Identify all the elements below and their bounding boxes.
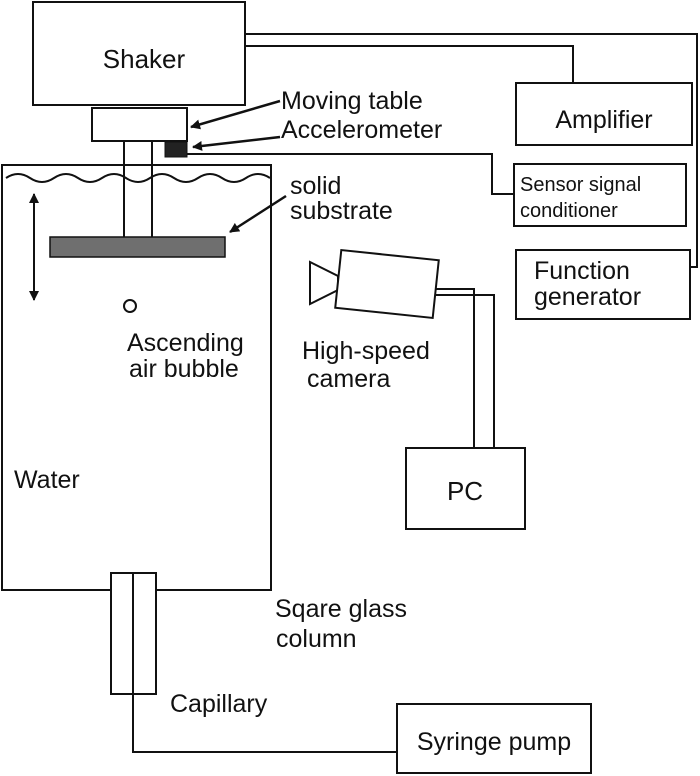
accelerometer-sensor xyxy=(164,141,188,158)
wire-shaker-function xyxy=(245,33,698,268)
bubble-label-1: Ascending xyxy=(127,329,244,357)
moving-table-arrow xyxy=(190,99,281,130)
solid-label-2: substrate xyxy=(290,197,393,225)
syringe-pump-label: Syringe pump xyxy=(417,728,571,756)
accelerometer-label: Accelerometer xyxy=(281,116,442,144)
sensor-label-2: conditioner xyxy=(520,200,618,222)
camera-label-2: camera xyxy=(307,365,390,393)
capillary-label: Capillary xyxy=(170,690,268,718)
wire-shaker-amplifier xyxy=(245,45,574,83)
syringe-pump-box xyxy=(396,703,592,774)
tube-capillary-to-pump xyxy=(132,694,397,753)
water-label: Water xyxy=(14,466,80,494)
pc-label: PC xyxy=(447,476,483,506)
sensor-label-1: Sensor signal xyxy=(520,174,641,196)
shaker-box xyxy=(32,1,246,106)
wire-accelerometer-conditioner xyxy=(187,153,514,195)
accelerometer-arrow xyxy=(192,135,281,151)
bubble-label-2: air bubble xyxy=(129,355,239,383)
solid-label-1: solid xyxy=(290,172,341,200)
cable-camera-pc-inner xyxy=(436,288,475,448)
moving-table-box xyxy=(91,107,188,142)
air-bubble xyxy=(123,299,137,313)
cable-camera-pc-outer xyxy=(436,294,495,448)
function-generator-box xyxy=(515,249,691,320)
amplifier-label: Amplifier xyxy=(555,106,652,134)
function-label-1: Function xyxy=(534,257,630,285)
substrate-arrow xyxy=(229,194,287,234)
column-label-1: Sqare glass xyxy=(275,595,407,623)
moving-table-label: Moving table xyxy=(281,87,423,115)
camera-label-1: High-speed xyxy=(302,337,430,365)
solid-substrate xyxy=(49,236,226,258)
water-surface xyxy=(5,173,271,183)
function-label-2: generator xyxy=(534,283,641,311)
column-label-2: column xyxy=(276,625,357,653)
camera-icon xyxy=(309,248,440,320)
sensor-conditioner-box xyxy=(513,163,687,227)
pc-box xyxy=(405,447,526,530)
amplifier-box xyxy=(515,82,693,146)
shaker-label: Shaker xyxy=(103,44,186,74)
